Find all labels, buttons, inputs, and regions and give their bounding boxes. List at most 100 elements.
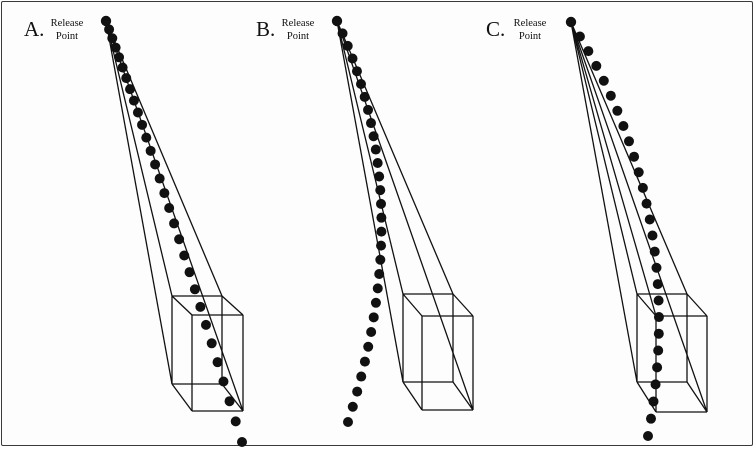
panel-c-letter: C. <box>486 17 506 41</box>
zone-edge <box>402 381 423 411</box>
ball-position-dot <box>114 52 125 63</box>
ball-position-dot <box>653 328 664 339</box>
ball-position-dot <box>356 79 367 90</box>
ball-position-dot <box>653 312 664 323</box>
panel-a-caption-line2: Point <box>55 31 79 43</box>
ball-position-dot <box>574 31 585 42</box>
sight-line <box>336 20 404 295</box>
ball-position-dot <box>347 53 358 64</box>
sight-line <box>570 21 657 317</box>
ball-position-dot <box>612 105 623 116</box>
ball-position-dot <box>195 301 206 312</box>
ball-position-dot <box>376 212 387 223</box>
ball-position-dot <box>218 376 229 387</box>
panel-c-diagram <box>565 16 708 441</box>
ball-position-dot <box>633 167 644 178</box>
ball-position-dot <box>370 144 381 155</box>
ball-position-dot <box>351 66 362 77</box>
ball-position-dot <box>376 198 387 209</box>
zone-edge <box>452 381 474 411</box>
ball-position-dot <box>629 151 640 162</box>
sight-line <box>570 21 688 295</box>
ball-position-dot <box>150 159 161 170</box>
ball-position-dot <box>359 91 370 102</box>
sight-line <box>105 20 173 297</box>
panel-c-caption-line1: Release <box>513 18 547 29</box>
ball-position-dot <box>137 119 148 130</box>
ball-position-dot <box>605 90 616 101</box>
zone-edge <box>452 293 474 317</box>
sight-line <box>570 21 638 383</box>
zone-edge <box>402 293 423 317</box>
ball-position-dot <box>110 42 121 53</box>
release-point-dot <box>100 15 112 27</box>
ball-position-dot <box>652 362 663 373</box>
sight-line <box>570 21 638 295</box>
ball-position-dot <box>359 356 370 367</box>
ball-position-dot <box>125 84 136 95</box>
panel-b-letter: B. <box>256 17 276 41</box>
ball-position-dot <box>159 188 170 199</box>
zone-edge <box>171 295 193 316</box>
ball-position-dot <box>374 171 385 182</box>
panel-c-caption-line2: Point <box>518 31 542 43</box>
ball-position-dot <box>200 319 211 330</box>
ball-position-dot <box>372 283 383 294</box>
ball-position-dot <box>370 297 381 308</box>
ball-position-dot <box>184 267 195 278</box>
ball-position-dot <box>356 371 367 382</box>
sight-line <box>105 20 173 385</box>
ball-position-dot <box>583 46 594 57</box>
ball-position-dot <box>230 416 241 427</box>
ball-position-dot <box>652 279 663 290</box>
ball-position-dot <box>224 396 235 407</box>
ball-position-dot <box>132 107 143 118</box>
ball-position-dot <box>598 75 609 86</box>
ball-position-dot <box>375 185 386 196</box>
ball-position-dot <box>342 40 353 51</box>
ball-position-dot <box>651 262 662 273</box>
ball-position-dot <box>645 413 656 424</box>
ball-position-dot <box>376 226 387 237</box>
panel-a-letter: A. <box>24 17 45 41</box>
release-point-dot <box>331 15 343 27</box>
panel-b-diagram <box>331 15 474 427</box>
ball-position-dot <box>623 136 634 147</box>
ball-position-dot <box>649 246 660 257</box>
ball-position-dot <box>643 431 653 441</box>
zone-edge <box>636 293 657 317</box>
ball-position-dot <box>352 386 363 397</box>
ball-position-dot <box>637 182 648 193</box>
sight-line <box>570 21 708 413</box>
zone-edge <box>686 293 708 317</box>
ball-position-dot <box>650 379 661 390</box>
ball-position-dot <box>376 240 387 251</box>
ball-position-dot <box>107 33 118 44</box>
ball-position-dot <box>237 437 247 447</box>
ball-position-dot <box>653 295 664 306</box>
ball-position-dot <box>206 338 217 349</box>
panel-b-release-point-label: Release Point <box>275 17 321 43</box>
zone-edge <box>171 383 193 412</box>
ball-position-dot <box>366 326 377 337</box>
ball-position-dot <box>128 95 139 106</box>
panel-a-caption-line1: Release <box>50 18 84 29</box>
ball-position-dot <box>365 118 376 129</box>
ball-position-dot <box>347 401 358 412</box>
ball-position-dot <box>179 250 190 261</box>
ball-position-dot <box>374 269 385 280</box>
zone-edge <box>686 381 708 413</box>
ball-position-dot <box>121 73 132 84</box>
ball-position-dot <box>169 218 180 229</box>
ball-position-dot <box>653 345 664 356</box>
ball-position-dot <box>164 203 175 214</box>
ball-position-dot <box>117 62 128 73</box>
ball-position-dot <box>343 417 353 427</box>
ball-position-dot <box>372 157 383 168</box>
ball-position-dot <box>337 28 348 39</box>
zone-edge <box>221 295 244 316</box>
zone-edge <box>636 381 657 413</box>
ball-position-dot <box>375 254 386 265</box>
ball-position-dot <box>591 60 602 71</box>
